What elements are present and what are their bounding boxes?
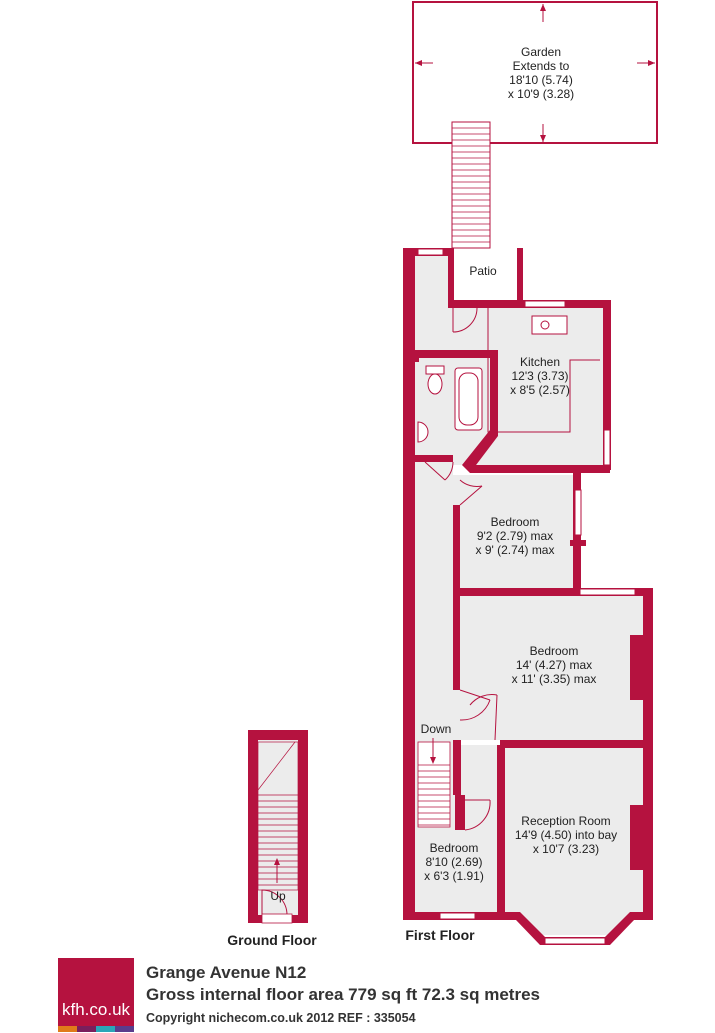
bedroom1-name: Bedroom	[491, 515, 540, 529]
kitchen-dim1: 12'3 (3.73)	[512, 369, 569, 383]
bedroom2-name: Bedroom	[530, 644, 579, 658]
garden: Garden Extends to 18'10 (5.74) x 10'9 (3…	[412, 1, 658, 144]
logo-stripes	[58, 1026, 134, 1032]
kitchen-name: Kitchen	[520, 355, 560, 369]
doors	[424, 307, 498, 831]
first-floor-label: First Floor	[405, 927, 475, 943]
garden-dim2: x 10'9 (3.28)	[508, 87, 574, 101]
bedroom3-dim2: x 6'3 (1.91)	[424, 869, 484, 883]
stairs-down-label: Down	[421, 722, 452, 736]
floor-area: Gross internal floor area 779 sq ft 72.3…	[146, 985, 540, 1004]
property-title: Grange Avenue N12	[146, 963, 307, 982]
bedroom1-dim2: x 9' (2.74) max	[476, 543, 555, 557]
garden-label: Garden	[521, 45, 561, 59]
bedroom2-dim2: x 11' (3.35) max	[512, 672, 597, 686]
footer-text: Grange Avenue N12 Gross internal floor a…	[146, 962, 540, 1030]
logo-stripe	[58, 1026, 77, 1032]
logo-stripe	[96, 1026, 115, 1032]
stairs-up-label: Up	[270, 889, 286, 903]
patio-label: Patio	[469, 264, 497, 278]
logo-stripe	[115, 1026, 134, 1032]
floor-plan: Garden Extends to 18'10 (5.74) x 10'9 (3…	[227, 1, 658, 948]
toilet	[425, 365, 445, 395]
kitchen-sink	[487, 308, 600, 433]
kfh-logo: kfh.co.uk	[58, 958, 134, 1032]
first-floor-stairs	[417, 738, 451, 828]
ground-floor-label: Ground Floor	[227, 932, 317, 948]
windows	[417, 248, 636, 945]
reception-name: Reception Room	[521, 814, 610, 828]
garden-dim1: 18'10 (5.74)	[509, 73, 573, 87]
basin	[417, 421, 429, 443]
garden-steps	[451, 121, 491, 249]
bedroom1-dim1: 9'2 (2.79) max	[477, 529, 553, 543]
ground-floor	[248, 730, 308, 924]
bedroom2-dim1: 14' (4.27) max	[516, 658, 592, 672]
bathtub	[454, 367, 483, 431]
bedroom3-dim1: 8'10 (2.69)	[426, 855, 483, 869]
garden-extends: Extends to	[513, 59, 570, 73]
bedroom3-name: Bedroom	[430, 841, 479, 855]
kitchen-dim2: x 8'5 (2.57)	[510, 383, 570, 397]
reception-dim1: 14'9 (4.50) into bay	[515, 828, 617, 842]
logo-stripe	[77, 1026, 96, 1032]
logo-text: kfh.co.uk	[62, 1000, 131, 1019]
copyright: Copyright nichecom.co.uk 2012 REF : 3350…	[146, 1011, 416, 1025]
reception-dim2: x 10'7 (3.23)	[533, 842, 599, 856]
